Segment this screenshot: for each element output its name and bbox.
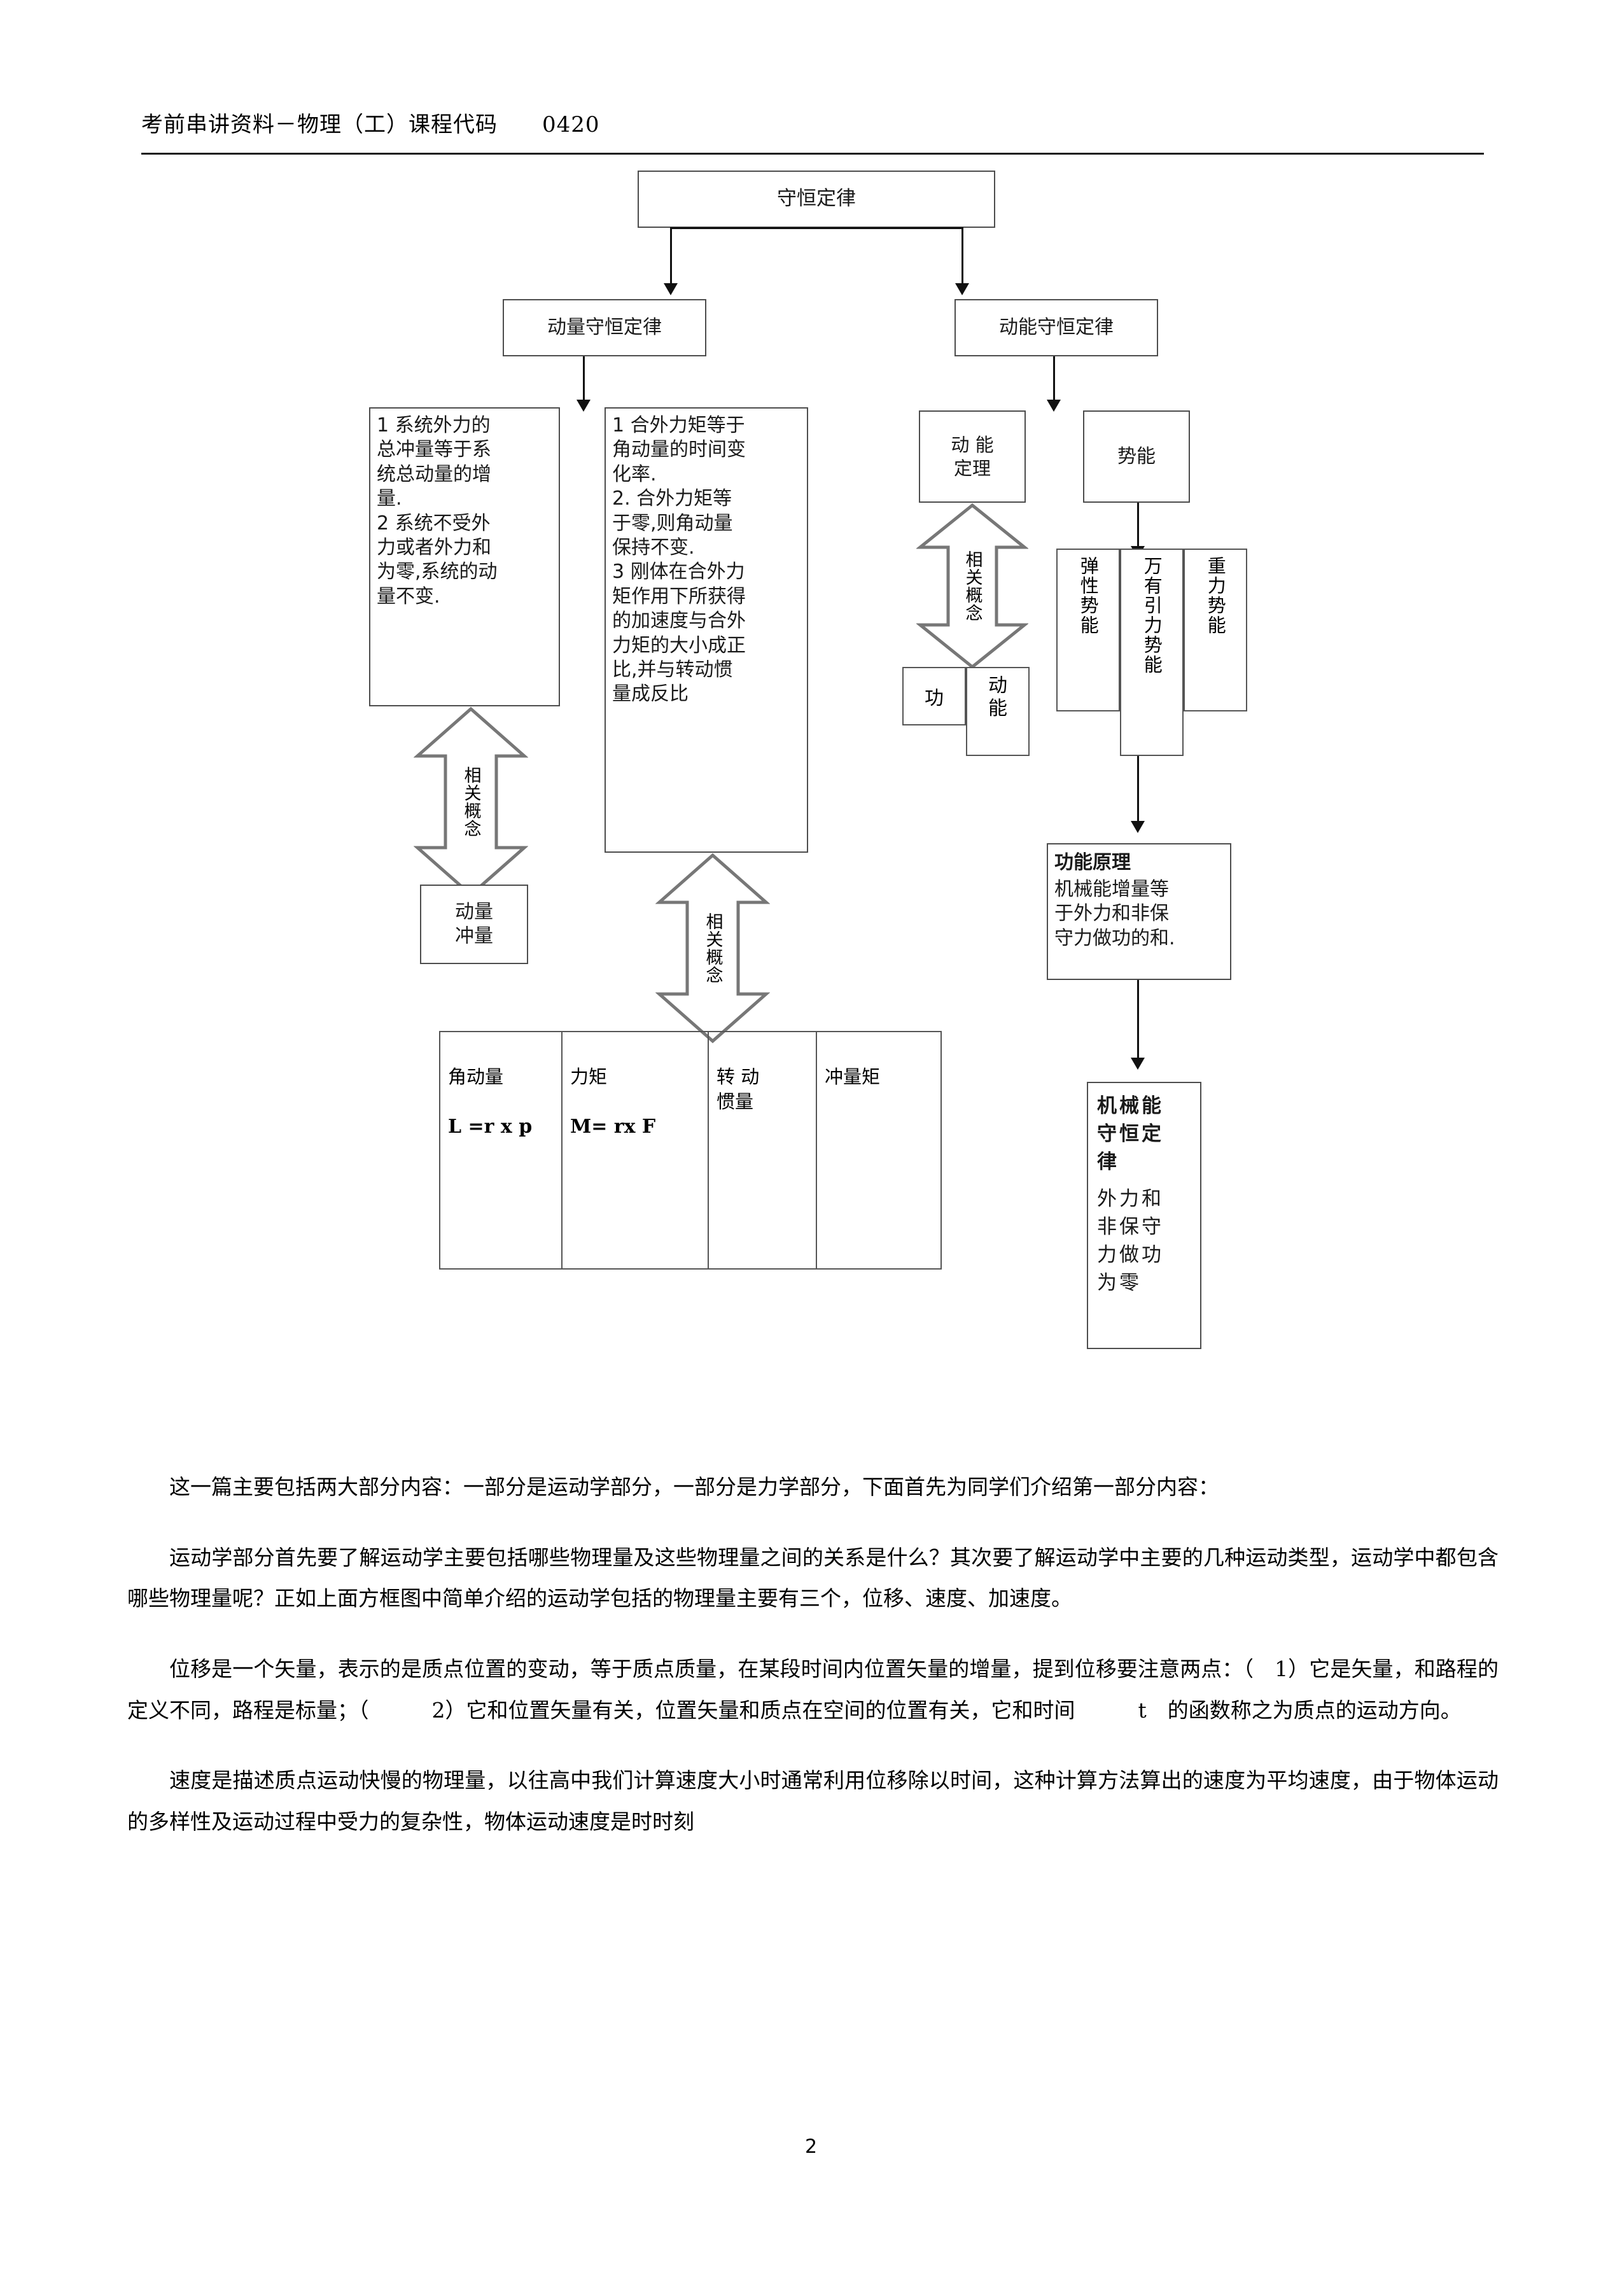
arrowhead-pe-to-principle [1131, 821, 1145, 833]
table-cell: 冲量矩 [817, 1032, 940, 1268]
double-arrow-label-wrap: 相关概念 [916, 503, 1028, 669]
page-header: 考前串讲资料－物理（工）课程代码 0420 [141, 107, 1484, 164]
node-momentum-conservation: 动量守恒定律 [503, 299, 706, 356]
arrowhead-root-to-momentum [664, 283, 678, 295]
node-gravitational-potential-energy: 万有引力势能 [1120, 549, 1184, 756]
node-mechanical-energy-conservation-title: 机械能 守恒定 律 [1097, 1095, 1164, 1174]
node-mechanical-energy-conservation-body: 外力和 非保守 力做功 为零 [1097, 1187, 1164, 1295]
arrowhead-root-to-kinetic [955, 283, 969, 295]
node-momentum-impulse-label: 动量 冲量 [455, 900, 493, 948]
connector-kinetic-down [1053, 356, 1055, 401]
node-elastic-potential-energy: 弹性势能 [1056, 549, 1120, 711]
table-cell: 转 动 惯量 [709, 1032, 817, 1268]
node-kinetic-energy-theorem: 动 能 定理 [919, 410, 1026, 503]
node-conservation-law: 守恒定律 [638, 171, 995, 228]
connector-root-to-momentum [670, 227, 672, 284]
header-title: 考前串讲资料－物理（工）课程代码 0420 [141, 112, 600, 137]
node-conservation-law-label: 守恒定律 [777, 187, 856, 211]
paragraph: 位移是一个矢量，表示的是质点位置的变动，等于质点质量，在某段时间内位置矢量的增量… [127, 1656, 1499, 1723]
double-arrow-icon [655, 853, 770, 1044]
node-kinetic-conservation: 动能守恒定律 [954, 299, 1158, 356]
double-arrow-related-concept-kinetic: 相关概念 [916, 503, 1028, 669]
cell-name: 冲量矩 [825, 1065, 881, 1088]
cell-name: 力矩 [570, 1065, 608, 1088]
arrowhead-kinetic-down [1047, 400, 1061, 412]
node-gravity-potential-energy-textwrap: 重力势能 [1185, 556, 1246, 635]
node-gravitational-potential-energy-textwrap: 万有引力势能 [1121, 556, 1182, 675]
cell-name: 角动量 [448, 1065, 504, 1088]
node-work-energy-principle-body: 机械能增量等 于外力和非保 守力做功的和. [1054, 878, 1175, 949]
double-arrow-label-wrap: 相关概念 [414, 706, 528, 897]
connector-momentum-down [583, 356, 585, 401]
node-angular-laws-text: 1 合外力矩等于 角动量的时间变 化率. 2. 合外力矩等 于零,则角动量 保持… [605, 407, 808, 853]
node-potential-energy: 势能 [1083, 410, 1190, 503]
page-footer: 2 [0, 2136, 1622, 2158]
table-cell: 角动量 L =r x p [440, 1032, 563, 1268]
node-work-energy-principle: 功能原理 机械能增量等 于外力和非保 守力做功的和. [1047, 843, 1231, 980]
double-arrow-label-wrap: 相关概念 [655, 853, 770, 1044]
quantities-table: 角动量 L =r x p 力矩 M= rx F 转 动 惯量 冲量矩 [439, 1031, 942, 1270]
node-momentum-laws-text: 1 系统外力的 总冲量等于系 统总动量的增 量. 2 系统不受外 力或者外力和 … [369, 407, 560, 706]
cell-formula: M= rx F [570, 1115, 656, 1138]
node-elastic-potential-energy-label: 弹性势能 [1077, 556, 1100, 635]
node-kinetic-energy-theorem-label: 动 能 定理 [951, 433, 994, 479]
node-gravity-potential-energy-label: 重力势能 [1205, 556, 1227, 635]
connector-principle-to-mech [1137, 980, 1139, 1060]
node-work: 功 [902, 667, 966, 725]
node-momentum-laws-body: 1 系统外力的 总冲量等于系 统总动量的增 量. 2 系统不受外 力或者外力和 … [377, 414, 498, 608]
header-divider [141, 153, 1484, 155]
node-work-energy-principle-title: 功能原理 [1054, 851, 1131, 874]
body-text: 这一篇主要包括两大部分内容：一部分是运动学部分，一部分是力学部分，下面首先为同学… [127, 1467, 1499, 1872]
connector-pe-to-principle [1137, 756, 1139, 823]
double-arrow-related-concept-angular: 相关概念 [655, 853, 770, 1044]
conservation-law-diagram: 守恒定律 动量守恒定律 动能守恒定律 1 系统外力的 总冲量等于系 统总动量的增… [369, 171, 1247, 1349]
paragraph: 速度是描述质点运动快慢的物理量，以往高中我们计算速度大小时通常利用位移除以时间，… [127, 1768, 1499, 1835]
cell-name: 转 动 惯量 [717, 1065, 760, 1112]
node-elastic-potential-energy-textwrap: 弹性势能 [1058, 556, 1119, 635]
node-potential-energy-label: 势能 [1117, 445, 1156, 468]
node-mechanical-energy-conservation: 机械能 守恒定 律 外力和 非保守 力做功 为零 [1087, 1082, 1201, 1349]
arrowhead-principle-to-mech [1131, 1058, 1145, 1070]
table-cell: 力矩 M= rx F [563, 1032, 709, 1268]
double-arrow-label: 相关概念 [703, 913, 723, 984]
connector-root-to-kinetic [961, 227, 963, 284]
node-gravitational-potential-energy-label: 万有引力势能 [1141, 556, 1163, 675]
double-arrow-label: 相关概念 [461, 766, 481, 837]
node-angular-laws-body: 1 合外力矩等于 角动量的时间变 化率. 2. 合外力矩等 于零,则角动量 保持… [612, 414, 746, 706]
double-arrow-related-concept-momentum: 相关概念 [414, 706, 528, 897]
node-gravity-potential-energy: 重力势能 [1184, 549, 1247, 711]
paragraph: 这一篇主要包括两大部分内容：一部分是运动学部分，一部分是力学部分，下面首先为同学… [169, 1474, 1219, 1499]
node-work-label: 功 [925, 687, 944, 710]
paragraph: 运动学部分首先要了解运动学主要包括哪些物理量及这些物理量之间的关系是什么？其次要… [127, 1544, 1499, 1611]
arrowhead-momentum-down [577, 400, 591, 412]
node-momentum-conservation-label: 动量守恒定律 [547, 316, 662, 339]
node-kinetic-conservation-label: 动能守恒定律 [999, 316, 1114, 339]
page-number: 2 [804, 2136, 818, 2158]
cell-formula: L =r x p [448, 1115, 533, 1138]
connector-root-bus [670, 227, 963, 229]
node-momentum-impulse: 动量 冲量 [420, 885, 528, 964]
double-arrow-label: 相关概念 [962, 550, 982, 622]
node-kinetic-energy: 动 能 [966, 667, 1030, 756]
connector-pe-down [1137, 503, 1139, 549]
node-kinetic-energy-label: 动 能 [988, 675, 1007, 720]
